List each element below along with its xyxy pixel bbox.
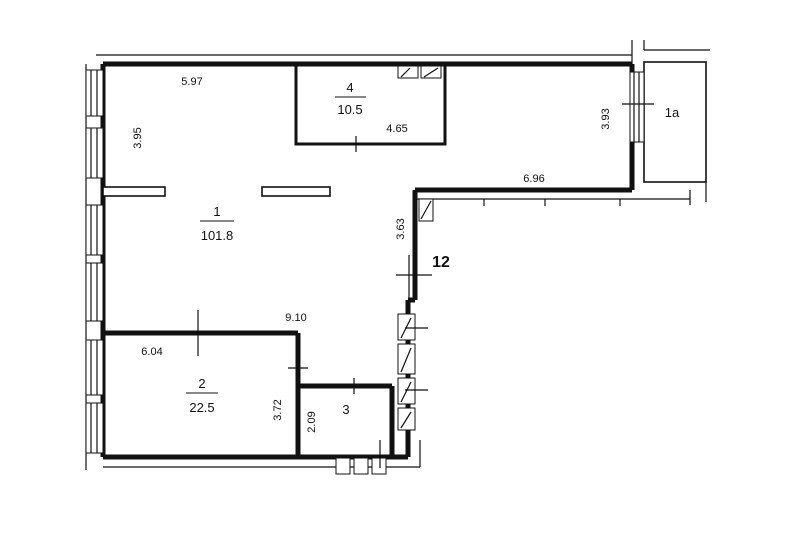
dim-604: 6.04 bbox=[141, 346, 162, 358]
axis-label: 12 bbox=[432, 254, 450, 271]
dim-910: 9.10 bbox=[285, 312, 306, 324]
room-2-number: 2 bbox=[198, 376, 205, 391]
room-1-number: 1 bbox=[213, 204, 220, 219]
dim-372: 3.72 bbox=[272, 399, 284, 420]
dim-465: 4.65 bbox=[386, 123, 407, 135]
room-4-area: 10.5 bbox=[337, 102, 362, 117]
balcony-1a bbox=[622, 61, 707, 202]
dim-393: 3.93 bbox=[600, 108, 612, 129]
room-4-number: 4 bbox=[346, 80, 353, 95]
dim-696: 6.96 bbox=[523, 173, 544, 185]
room-2-walls bbox=[103, 310, 308, 457]
lower-right-stubs bbox=[483, 199, 621, 206]
room-2-area: 22.5 bbox=[189, 400, 214, 415]
right-column-fixtures bbox=[335, 313, 428, 475]
dim-395: 3.95 bbox=[132, 127, 144, 148]
dim-597: 5.97 bbox=[181, 76, 202, 88]
room-3-number: 3 bbox=[342, 402, 349, 417]
room-1-partitions bbox=[102, 186, 331, 197]
room-1a-number: 1a bbox=[665, 105, 680, 120]
room-3-walls bbox=[298, 378, 395, 457]
corridor-door bbox=[396, 198, 434, 300]
dimension-labels: 5.97 3.95 4.65 3.93 6.96 3.63 9.10 6.04 … bbox=[132, 76, 612, 433]
room-4-walls bbox=[294, 62, 447, 152]
room-1-area: 101.8 bbox=[201, 228, 234, 243]
dim-209: 2.09 bbox=[306, 411, 318, 432]
outer-walls bbox=[85, 40, 710, 470]
room-labels: 1 101.8 2 22.5 3 4 10.5 1a bbox=[186, 80, 680, 417]
left-windows bbox=[85, 69, 104, 454]
dim-363: 3.63 bbox=[395, 218, 407, 239]
